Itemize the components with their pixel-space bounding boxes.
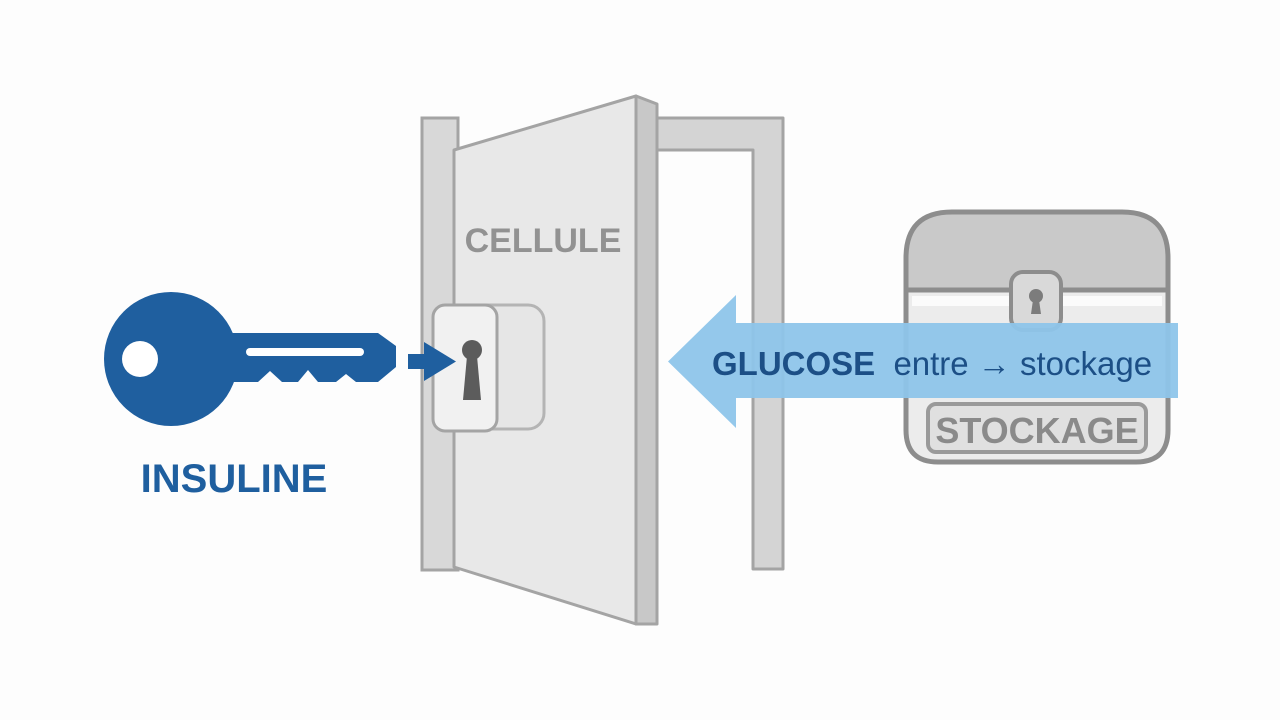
- arrow-label-rest: entre → stockage: [893, 345, 1152, 382]
- arrow-label-bold: GLUCOSE: [712, 345, 875, 382]
- arrow-icon: GLUCOSE entre → stockage: [668, 295, 1178, 428]
- door-label: CELLULE: [465, 222, 622, 260]
- key-icon: [104, 292, 396, 426]
- storage-label: STOCKAGE: [935, 410, 1138, 451]
- key-label: INSULINE: [141, 457, 328, 501]
- keyhole-icon: [462, 340, 482, 400]
- arrow-label: GLUCOSE entre → stockage: [712, 345, 1152, 383]
- lock-box: [431, 303, 546, 433]
- insert-arrow-icon: [408, 342, 456, 381]
